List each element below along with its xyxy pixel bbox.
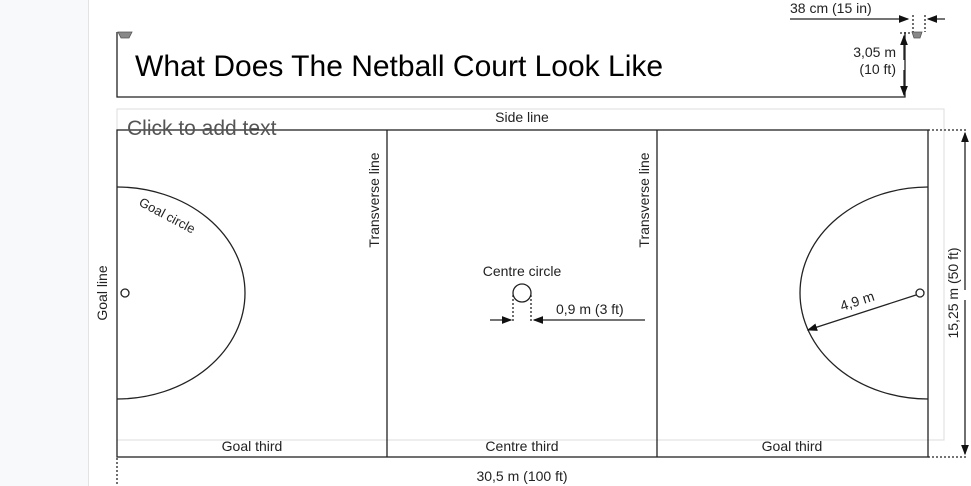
goal-post-elevation [116, 15, 945, 98]
transverse-line-label-1: Transverse line [366, 152, 382, 247]
court-width-label: 15,25 m (50 ft) [945, 247, 961, 338]
slide-canvas[interactable] [89, 0, 971, 486]
centre-circle-label: Centre circle [483, 263, 562, 279]
goal-third-right-label: Goal third [762, 438, 823, 454]
centre-third-label: Centre third [485, 438, 558, 454]
basket-icon [117, 31, 133, 39]
court-length-label: 30,5 m (100 ft) [476, 468, 567, 484]
body-placeholder[interactable]: Click to add text [127, 117, 277, 140]
basket-icon [911, 31, 923, 39]
post-height-m-label: 3,05 m [853, 44, 896, 60]
post-height-ft-label: (10 ft) [859, 61, 896, 77]
transverse-line-label-2: Transverse line [636, 152, 652, 247]
goal-line-label: Goal line [94, 265, 110, 320]
slide-title[interactable]: What Does The Netball Court Look Like [135, 50, 664, 83]
centre-circle-size-label: 0,9 m (3 ft) [556, 301, 624, 317]
court [116, 129, 969, 486]
side-line-label: Side line [495, 109, 549, 125]
goal-third-left-label: Goal third [222, 438, 283, 454]
ring-width-label: 38 cm (15 in) [790, 0, 872, 16]
goal-circle-label: Goal circle [137, 194, 198, 236]
filmstrip-panel [0, 0, 89, 486]
